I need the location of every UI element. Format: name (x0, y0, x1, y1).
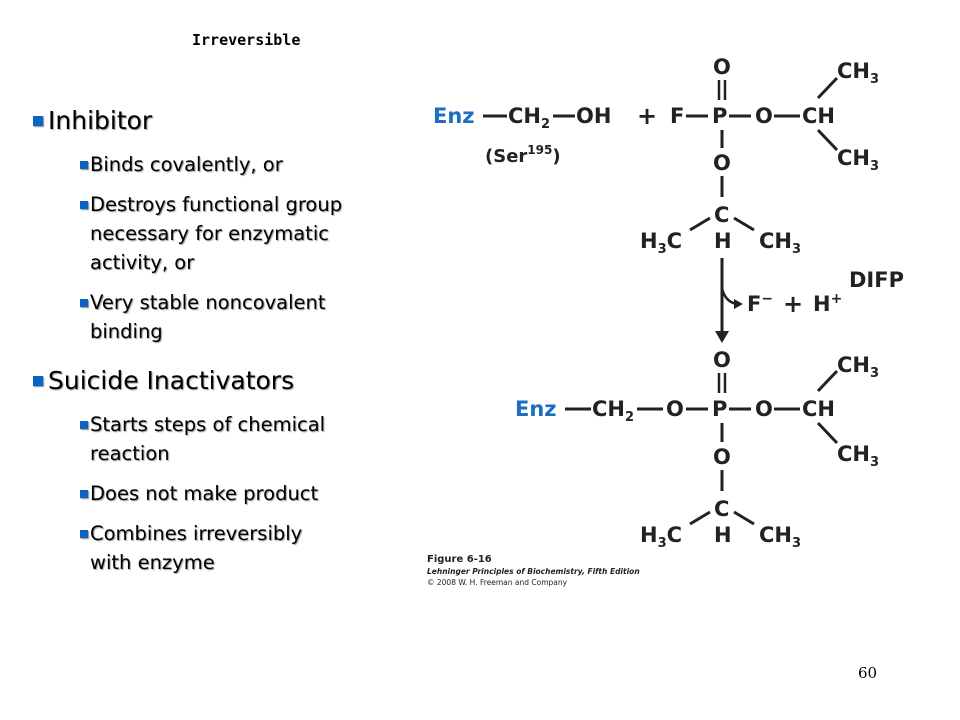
proton-label: H+ (813, 291, 842, 316)
sub-bullet-line: Very stable noncovalent (90, 291, 326, 314)
sub-bullet-line: Destroys functional group (90, 193, 343, 216)
sub-bullet: Does not make product (80, 479, 405, 508)
sub-bullet-line: Binds covalently, or (90, 153, 283, 176)
bullet-marker (33, 116, 43, 126)
bullet-label: Inhibitor (48, 106, 153, 135)
bullet-list: Inhibitor Binds covalently, or Destroys … (33, 106, 405, 577)
page-number: 60 (858, 664, 878, 682)
h3c-label: H3C (640, 523, 682, 551)
product-structure: Enz CH2 O P O CH CH3 CH3 O O C H H3C (515, 348, 879, 551)
leaving-groups: F− + H+ DIFP (747, 268, 904, 318)
ch3-label: CH3 (837, 59, 879, 87)
bullet-marker (80, 161, 88, 169)
reactant-structure: Enz CH2 OH + F P O CH CH3 CH3 O O C H (433, 55, 879, 257)
serine-label: (Ser195) (485, 143, 561, 167)
bullet-label: Suicide Inactivators (48, 366, 295, 395)
oh-label: OH (576, 104, 611, 128)
ch-label: CH (802, 397, 835, 421)
sub-bullet-line: binding (90, 320, 163, 343)
sub-bullet: Very stable noncovalent binding (80, 288, 405, 346)
bullet-marker (33, 376, 43, 386)
phosphorus-label: P (712, 397, 727, 421)
sub-bullet-line: necessary for enzymatic (90, 222, 329, 245)
oxygen-label: O (713, 151, 731, 175)
carbon-label: C (714, 203, 729, 227)
caption-copyright: © 2008 W. H. Freeman and Company (427, 578, 568, 587)
sub-bullet: Binds covalently, or (80, 150, 405, 179)
sub-bullet-line: with enzyme (90, 551, 215, 574)
oxygen-label: O (666, 397, 684, 421)
h3c-label: H3C (640, 229, 682, 257)
hydrogen-label: H (714, 523, 732, 547)
carbon-label: C (714, 497, 729, 521)
ch2-label: CH2 (592, 397, 634, 425)
bullet-inhibitor: Inhibitor (33, 106, 405, 136)
bullet-suicide-inactivators: Suicide Inactivators (33, 366, 405, 396)
phosphorus-label: P (712, 104, 727, 128)
ch3-label: CH3 (837, 146, 879, 174)
plus-sign: + (637, 102, 657, 130)
reaction-arrow (715, 258, 743, 343)
caption-figure-number: Figure 6-16 (427, 554, 492, 565)
enz-label: Enz (433, 104, 475, 128)
bullet-marker (80, 530, 88, 538)
fluoride-label: F− (747, 291, 773, 316)
sub-bullet: Starts steps of chemical reaction (80, 410, 405, 468)
oxygen-label: O (755, 397, 773, 421)
caption-book-title: Lehninger Principles of Biochemistry, Fi… (427, 567, 640, 576)
bullet-marker (80, 421, 88, 429)
enz-label: Enz (515, 397, 557, 421)
sub-bullet-line: activity, or (90, 251, 195, 274)
ch3-label: CH3 (759, 229, 801, 257)
sub-bullet: Destroys functional group necessary for … (80, 190, 405, 277)
difp-reaction-figure: Enz CH2 OH + F P O CH CH3 CH3 O O C H (427, 55, 904, 587)
sub-bullet-line: reaction (90, 442, 170, 465)
oxygen-label: O (713, 445, 731, 469)
ch3-label: CH3 (759, 523, 801, 551)
ch3-label: CH3 (837, 353, 879, 381)
figure-caption: Figure 6-16 Lehninger Principles of Bioc… (427, 554, 640, 587)
ch3-label: CH3 (837, 442, 879, 470)
oxygen-label: O (713, 348, 731, 372)
sub-bullet-line: Starts steps of chemical (90, 413, 326, 436)
sub-bullet: Combines irreversibly with enzyme (80, 519, 405, 577)
bullet-marker (80, 299, 88, 307)
bullet-marker (80, 201, 88, 209)
sub-bullet-line: Does not make product (90, 482, 319, 505)
ch2-label: CH2 (508, 104, 550, 132)
bullet-marker (80, 490, 88, 498)
oxygen-label: O (713, 55, 731, 79)
slide-title: Irreversible (192, 31, 301, 49)
hydrogen-label: H (714, 229, 732, 253)
sub-bullet-line: Combines irreversibly (90, 522, 303, 545)
difp-label: DIFP (849, 268, 904, 292)
fluorine-label: F (670, 104, 684, 128)
ch-label: CH (802, 104, 835, 128)
oxygen-label: O (755, 104, 773, 128)
plus-sign: + (783, 290, 803, 318)
